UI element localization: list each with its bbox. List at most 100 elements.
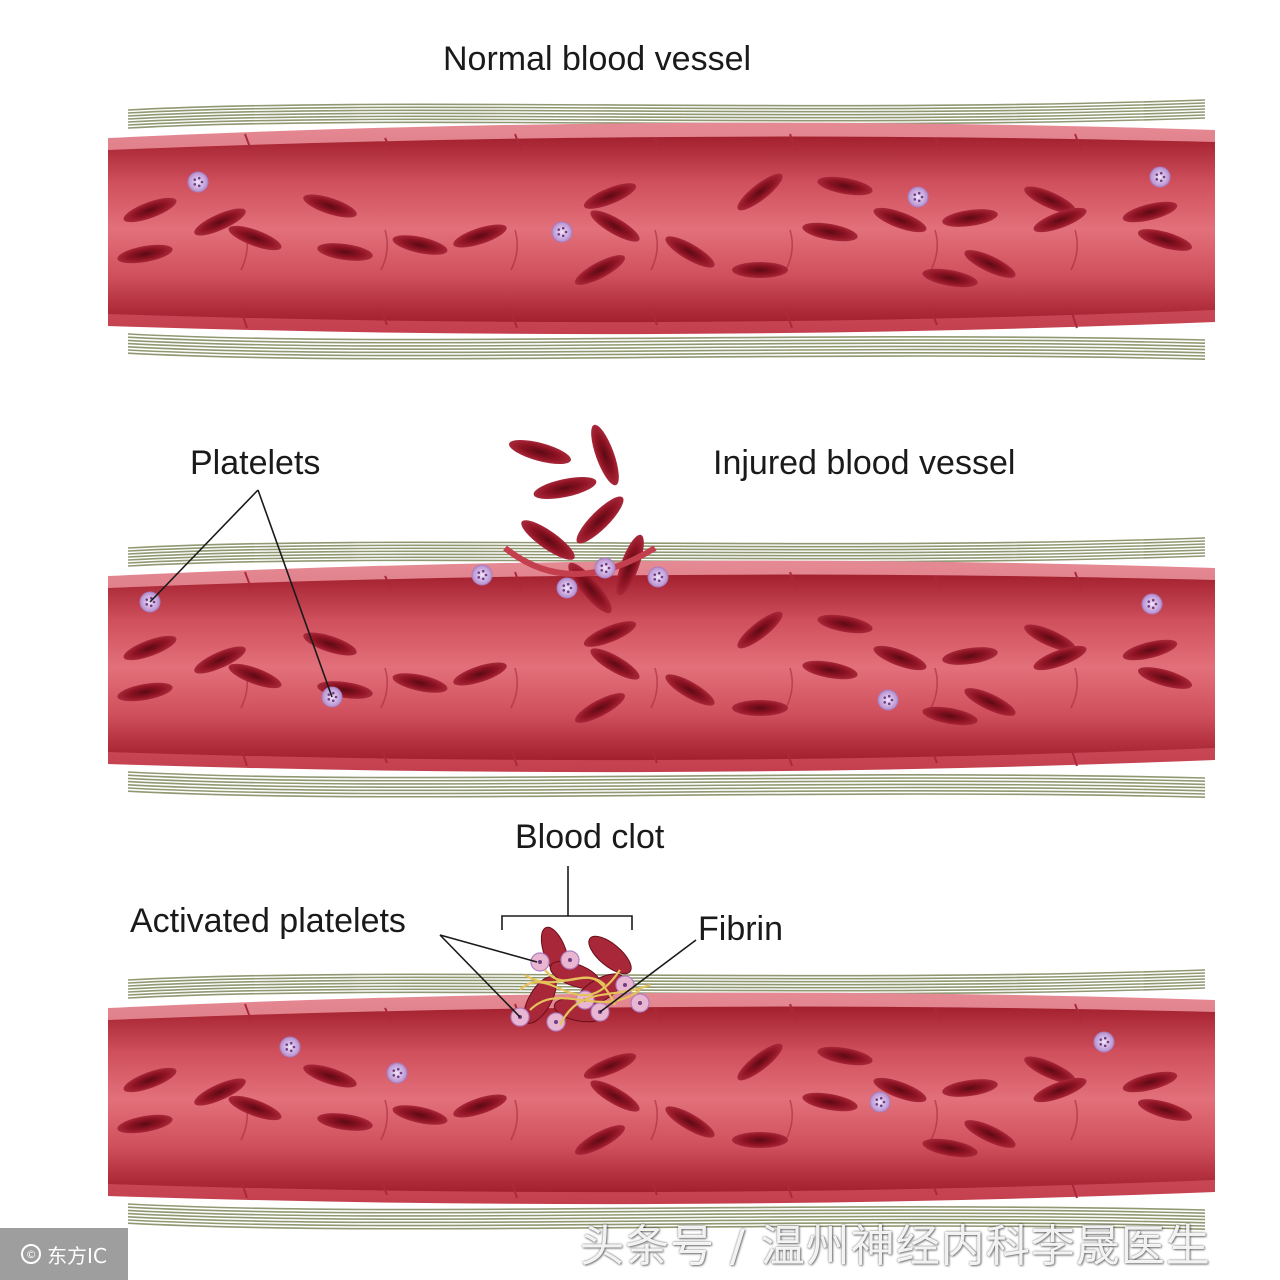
platelet	[594, 557, 616, 579]
red-blood-cell	[1024, 624, 1076, 652]
platelet	[647, 566, 669, 588]
red-blood-cell	[574, 255, 626, 285]
adventitia-fiber	[127, 349, 1206, 357]
platelet-granule	[289, 1049, 293, 1053]
platelet-granule	[197, 176, 201, 180]
adventitia-fiber	[127, 552, 1206, 564]
fibrin-strand	[559, 983, 651, 1026]
endothelial-cell-border	[384, 1007, 392, 1021]
vessel-wound	[503, 545, 657, 577]
adventitia-fiber	[127, 1209, 1206, 1218]
red-blood-cell	[737, 1043, 783, 1081]
cell-junction	[380, 667, 389, 709]
endothelial-cell-border	[785, 1179, 793, 1199]
platelet	[187, 171, 209, 193]
platelet-granule	[1151, 606, 1155, 610]
platelet	[877, 689, 899, 711]
escaping-red-blood-cell	[509, 439, 571, 465]
endothelial-cell-border	[785, 309, 793, 329]
platelet-granule	[883, 696, 887, 699]
clotted-vessel	[108, 926, 1215, 1230]
platelet-granule	[399, 1071, 403, 1075]
platelet-granule	[396, 1067, 400, 1071]
red-blood-cell	[453, 1094, 507, 1118]
adventitia-fiber	[127, 99, 1206, 111]
leader-line	[149, 489, 259, 603]
platelet-granule	[607, 566, 611, 570]
red-blood-cell	[583, 1053, 637, 1079]
endothelial-cell-border	[1074, 133, 1082, 151]
endothelial-cell-border	[1074, 1003, 1082, 1021]
copyright-icon: ©	[21, 1244, 42, 1264]
endothelial-cell-border	[789, 571, 797, 589]
endothelial-cell-border	[934, 137, 942, 151]
platelet-granule	[481, 577, 485, 581]
adventitia-fiber	[127, 102, 1206, 114]
escaping-red-blood-cell	[616, 534, 644, 596]
clot-red-blood-cell	[588, 935, 632, 975]
endothelial-cell-border	[244, 133, 252, 151]
platelet-granule	[1099, 1043, 1103, 1046]
endothelial-cell-border	[384, 575, 392, 589]
platelet-granule	[561, 226, 565, 230]
platelet-granule	[1155, 173, 1159, 176]
platelet-granule	[193, 183, 197, 186]
endothelial-cell-border	[244, 571, 252, 589]
endothelial-cell-border	[934, 1007, 942, 1021]
platelet-granule	[875, 1103, 879, 1106]
platelet-granule	[1151, 598, 1155, 602]
endothelial-cell-border	[930, 747, 938, 764]
platelet	[556, 577, 578, 599]
adventitia-fiber	[127, 1206, 1206, 1214]
cell-junction	[930, 1099, 939, 1141]
platelet-granule	[145, 598, 149, 601]
red-blood-cell	[453, 662, 507, 686]
adventitia-fiber	[127, 352, 1206, 360]
red-blood-cell	[392, 235, 448, 255]
cell-junction	[1070, 1099, 1079, 1141]
platelet-granule	[484, 573, 488, 577]
credit-watermark: 头条号 / 温州神经内科李晟医生	[580, 1221, 1211, 1272]
platelet-granule	[149, 596, 153, 600]
red-blood-cell	[665, 236, 715, 268]
platelet-granule	[890, 698, 894, 702]
red-blood-cell	[737, 611, 783, 649]
red-blood-cell	[873, 207, 927, 233]
platelet-granule	[1154, 602, 1158, 606]
platelet	[279, 1036, 301, 1058]
platelet-granule	[1147, 605, 1151, 608]
adventitia-fiber	[127, 787, 1206, 795]
injured-vessel	[108, 424, 1215, 798]
platelet	[1141, 593, 1163, 615]
endothelial-cell-border	[650, 1179, 658, 1196]
annotation-lines	[149, 489, 697, 1018]
red-blood-cell	[817, 1046, 873, 1066]
activated-platelet-core	[638, 1001, 642, 1005]
platelet-granule	[1147, 600, 1151, 603]
adventitia-fiber	[127, 1203, 1206, 1211]
cell-junction	[930, 229, 939, 271]
red-blood-cell	[194, 208, 246, 236]
red-blood-cell	[873, 1077, 927, 1103]
endothelial-cell-border	[510, 309, 518, 329]
endothelial-cell-border	[240, 1179, 248, 1199]
adventitia-fiber	[127, 1222, 1206, 1230]
platelet-granule	[917, 191, 921, 195]
red-blood-cell	[922, 268, 978, 288]
adventitia-fiber	[127, 336, 1206, 344]
activated-platelet-core	[554, 1020, 558, 1024]
red-blood-cell	[1122, 1071, 1178, 1093]
red-blood-cell	[732, 1132, 788, 1148]
endothelial-cell-border	[654, 1007, 662, 1021]
endothelial-cell-border	[789, 133, 797, 151]
red-blood-cell	[1033, 645, 1087, 671]
normal-vessel-label: Normal blood vessel	[443, 40, 752, 78]
platelet-granule	[557, 233, 561, 236]
escaping-red-blood-cell	[591, 424, 619, 486]
leader-line	[599, 939, 697, 1013]
platelet-granule	[396, 1075, 400, 1079]
leader-line	[439, 934, 538, 963]
adventitia-fiber	[127, 114, 1206, 126]
red-blood-cell	[1024, 1056, 1076, 1084]
